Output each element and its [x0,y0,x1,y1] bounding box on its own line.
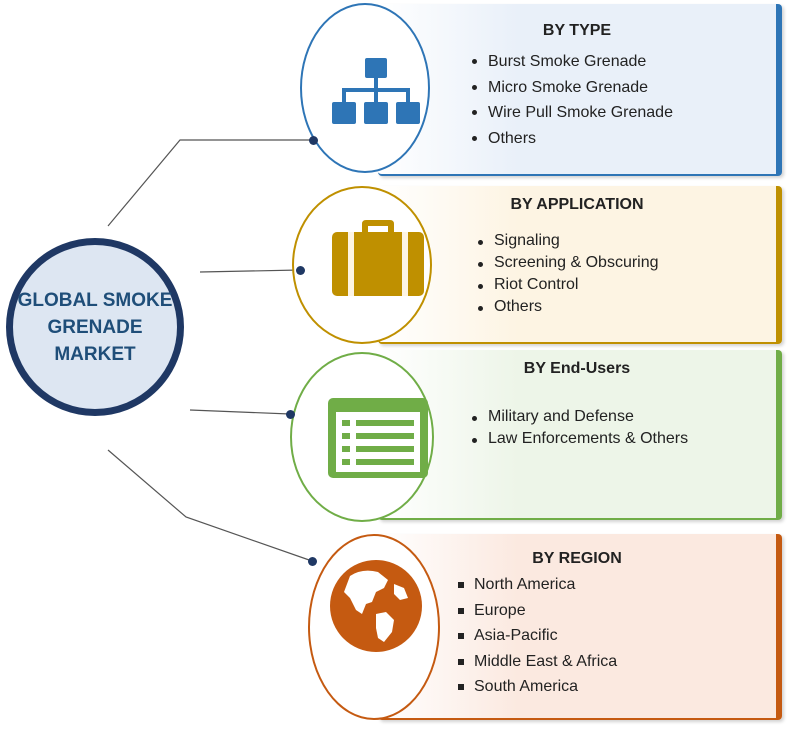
connector-region [107,449,313,562]
globe-icon [330,560,422,652]
list-item: Screening & Obscuring [476,252,659,274]
list-item: Others [476,296,659,318]
panel-title-application: BY APPLICATION [510,196,644,213]
hierarchy-icon [332,58,420,124]
panel-by-region: BY REGION North America Europe Asia-Paci… [378,534,782,720]
list-item: Micro Smoke Grenade [470,75,673,101]
connector-dot-application [296,266,305,275]
panel-title-end-users: BY End-Users [523,360,631,377]
panel-title-region: BY REGION [532,550,622,567]
list-item: Wire Pull Smoke Grenade [470,100,673,126]
list-item: Signaling [476,230,659,252]
list-item: Military and Defense [470,406,688,428]
center-title: GLOBAL SMOKE GRENADE MARKET [17,289,173,365]
application-list: Signaling Screening & Obscuring Riot Con… [476,230,659,318]
list-item: Riot Control [476,274,659,296]
list-item: Asia-Pacific [456,623,617,649]
list-item: South America [456,674,617,700]
panel-title-type: BY TYPE [542,22,612,39]
panel-by-application: BY APPLICATION Signaling Screening & Obs… [378,186,782,344]
list-item: Europe [456,598,617,624]
connector-end-users [189,409,291,415]
end-users-list: Military and Defense Law Enforcements & … [470,406,688,450]
list-item: Burst Smoke Grenade [470,49,673,75]
list-window-icon [328,398,428,478]
connector-dot-type [309,136,318,145]
panel-by-type: BY TYPE Burst Smoke Grenade Micro Smoke … [378,4,782,176]
list-item: Law Enforcements & Others [470,428,688,450]
panel-by-end-users: BY End-Users Military and Defense Law En… [378,350,782,520]
list-item: Middle East & Africa [456,649,617,675]
connector-application [199,269,301,273]
connector-dot-region [308,557,317,566]
central-circle: GLOBAL SMOKE GRENADE MARKET [6,238,184,416]
connector-dot-end-users [286,410,295,419]
connector-type [107,139,312,227]
region-list: North America Europe Asia-Pacific Middle… [456,572,617,700]
list-item: North America [456,572,617,598]
type-list: Burst Smoke Grenade Micro Smoke Grenade … [470,49,673,151]
briefcase-icon [332,220,424,296]
list-item: Others [470,126,673,152]
